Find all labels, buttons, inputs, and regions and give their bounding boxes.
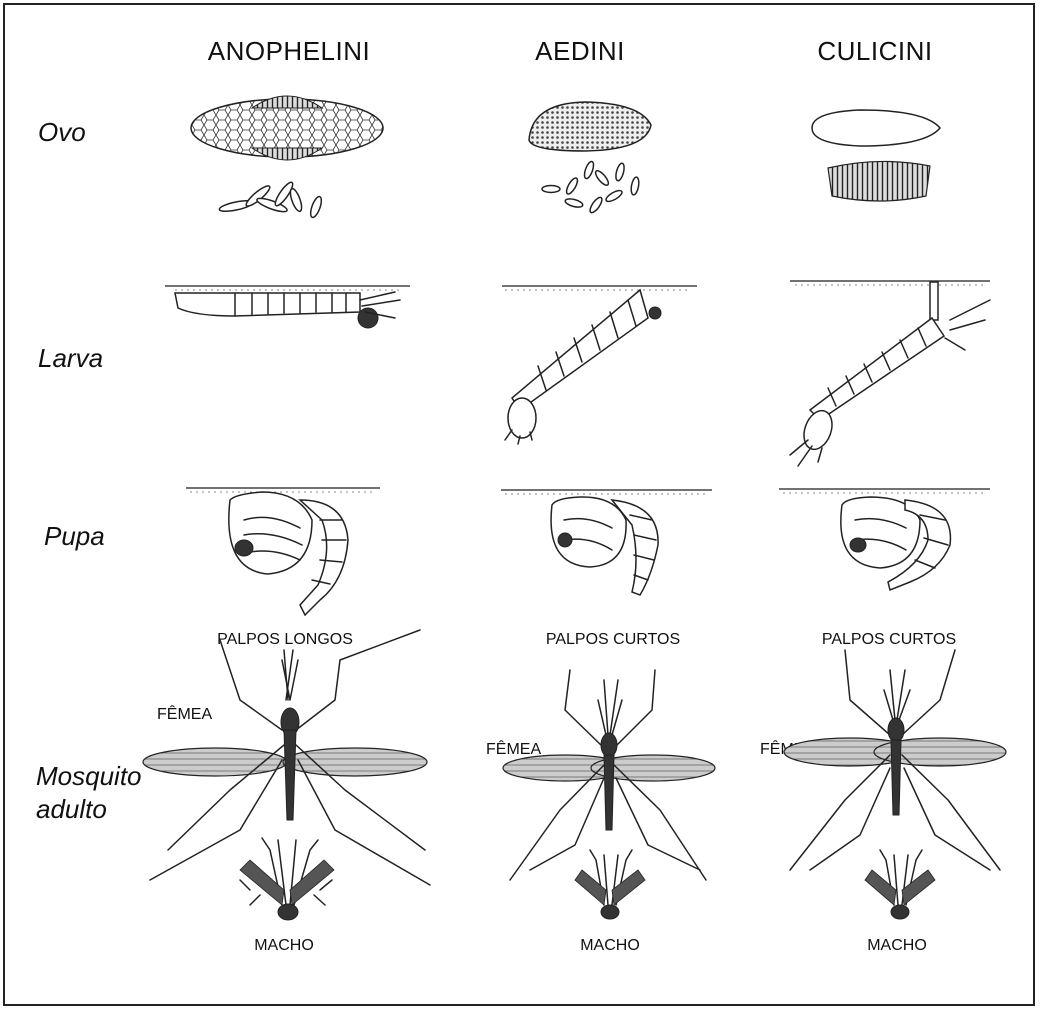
aedini-female-mosquito-illustration (503, 670, 715, 880)
culicini-female-mosquito-illustration (784, 650, 1006, 870)
anophelini-egg-illustration (191, 96, 383, 219)
anophelini-female-mosquito-illustration (143, 630, 430, 885)
culicini-egg-illustration (812, 110, 940, 201)
anophelini-larva-illustration (165, 286, 410, 328)
aedini-pupa-illustration (501, 490, 712, 595)
aedini-male-head-illustration (575, 850, 645, 919)
culicini-male-head-illustration (865, 850, 935, 919)
aedini-egg-illustration (529, 102, 651, 214)
aedini-larva-illustration (502, 286, 697, 444)
anophelini-pupa-illustration (186, 488, 380, 615)
anophelini-male-head-illustration (240, 838, 334, 920)
culicini-larva-illustration (790, 281, 990, 466)
culicini-pupa-illustration (779, 489, 990, 590)
